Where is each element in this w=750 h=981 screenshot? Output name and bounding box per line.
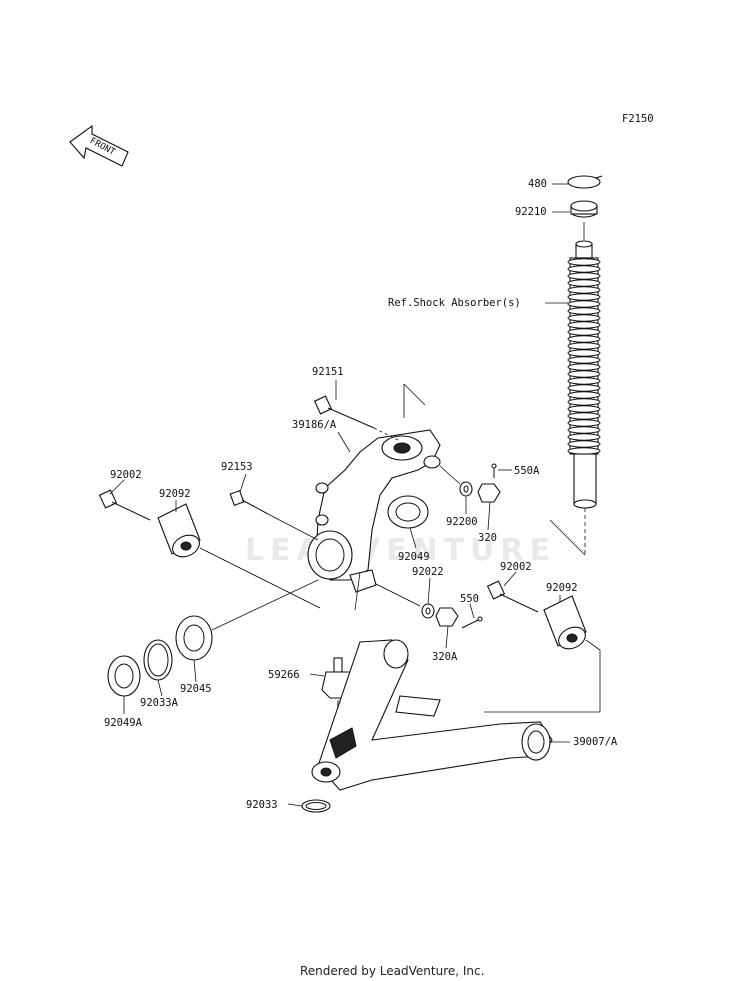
shock-absorber [549,175,603,556]
spring-coil [567,433,601,441]
steering-knuckle [307,383,441,611]
label-92022: 92022 [412,566,444,578]
part-550A-cotter-pin [491,463,497,478]
label-320: 320 [478,532,497,544]
spring-coil [567,300,601,308]
spring-coil [567,279,601,287]
label-92033: 92033 [246,799,278,811]
part-92049A-seal [107,655,141,697]
label-92210: 92210 [515,206,547,218]
spring-coil [567,307,601,315]
part-92153-bolt [229,489,319,541]
part-39007-lower-arm [311,639,553,791]
spring-coil [567,293,601,301]
label-92200: 92200 [446,516,478,528]
spring-coil [567,426,601,434]
spring-coil [567,321,601,329]
label-39007-A: 39007/A [573,736,618,748]
part-92002-bolt-right [486,580,539,613]
part-92033A-circlip [143,639,173,681]
reference-note: Ref.Shock Absorber(s) [388,297,521,309]
label-92151: 92151 [312,366,344,378]
label-92049: 92049 [398,551,430,563]
label-59266: 59266 [268,669,300,681]
spring-coil [567,342,601,350]
spring-coil [567,272,601,280]
spring-coil [567,440,601,448]
spring-coil [567,419,601,427]
label-480: 480 [528,178,547,190]
figure-code: F2150 [622,113,654,125]
spring-coil [567,363,601,371]
part-320-castle-nut [439,465,501,503]
watermark: LEADVENTURE [245,533,556,568]
label-550A: 550A [514,465,540,477]
part-92022-washer [375,583,435,619]
spring-coil [567,258,601,266]
part-92049-bearing [387,495,429,529]
spring-coil [567,286,601,294]
part-92092-bush-right [484,595,601,713]
spring-coil [567,265,601,273]
spring-coil [567,377,601,385]
part-92200-washer [459,481,473,497]
part-320A-castle-nut [435,607,459,627]
part-92033-circlip [301,799,331,813]
label-92002-right: 92002 [500,561,532,573]
spring-coil [567,391,601,399]
label-92033A: 92033A [140,697,179,709]
footer-credit: Rendered by LeadVenture, Inc. [300,964,484,978]
label-320A: 320A [432,651,458,663]
spring-coil [567,405,601,413]
label-550: 550 [460,593,479,605]
spring-coil [567,398,601,406]
spring-coil [567,370,601,378]
part-92045-bearing [175,579,319,661]
spring-coil [567,384,601,392]
leader-lines [109,183,570,807]
label-92049A: 92049A [104,717,143,729]
part-92092-bush-left [157,503,321,609]
spring-coil [567,314,601,322]
label-92002-left: 92002 [110,469,142,481]
spring-coil [567,412,601,420]
label-39186-A: 39186/A [292,419,337,431]
spring-coil [567,335,601,343]
label-92092-left: 92092 [159,488,191,500]
spring-coil [567,349,601,357]
label-92045: 92045 [180,683,212,695]
label-92092-right: 92092 [546,582,578,594]
front-arrow-icon: FRONT [69,124,129,167]
part-92151-bolt [313,395,399,441]
part-92002-bolt-left [98,489,151,521]
label-92153: 92153 [221,461,253,473]
part-550-cotter-pin [461,616,483,629]
spring-coil [567,447,601,455]
spring-coil [567,328,601,336]
spring-coil [567,356,601,364]
